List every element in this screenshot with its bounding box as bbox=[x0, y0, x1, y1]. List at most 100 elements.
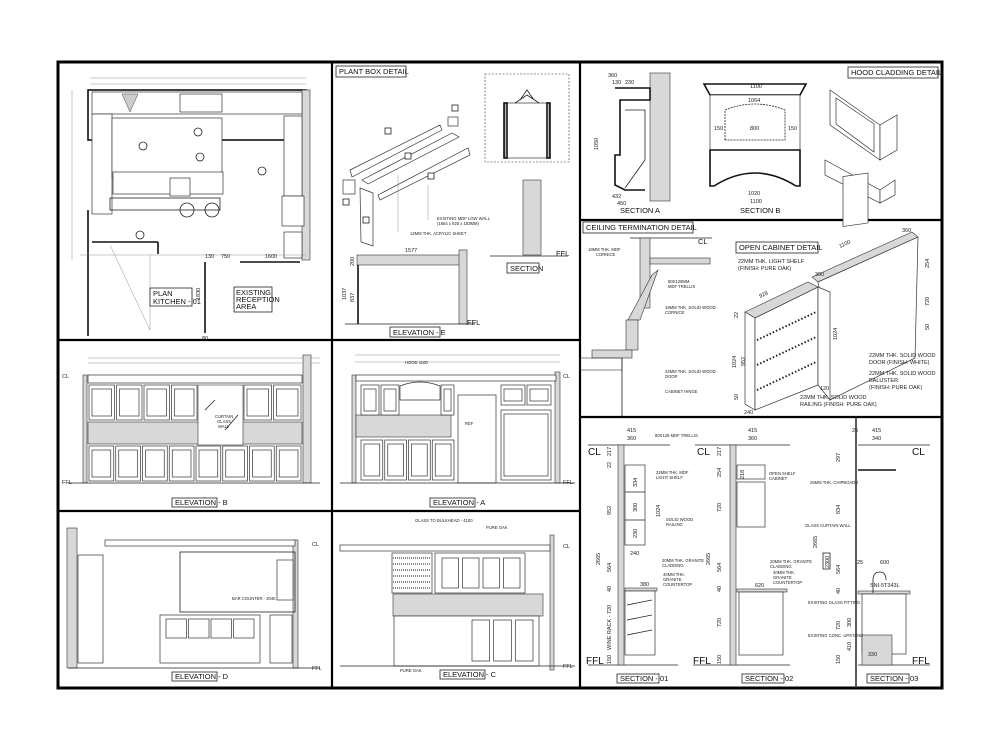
note-text: BALUSTER bbox=[869, 378, 898, 384]
hood-title: HOOD CLADDING DETAIL bbox=[851, 68, 942, 77]
hood-label: HOOD 1100 bbox=[405, 360, 428, 365]
elevation-a: REF HOOD 1100 CL FFL ELEVATION - A bbox=[340, 354, 575, 508]
dim-text: 952 bbox=[741, 357, 747, 366]
ffl-label: FFL bbox=[467, 318, 480, 327]
cabinet-door bbox=[387, 443, 404, 477]
reception-label: AREA bbox=[236, 302, 256, 311]
dim-text: 380 bbox=[640, 582, 649, 588]
dim-text: 200 bbox=[350, 257, 356, 266]
note-text: GRANITE bbox=[773, 575, 792, 580]
plant-box-detail: PLANT BOX DETAIL EXISTING MDF LOW WALL (… bbox=[335, 65, 569, 338]
dim-text: 360 bbox=[902, 228, 911, 234]
dim-text: 564 bbox=[717, 563, 723, 572]
dim-text: 360 bbox=[627, 436, 636, 442]
dim-text: 230 bbox=[625, 80, 634, 86]
note-text: 12MM THK. ACRYLIC SHEET bbox=[410, 231, 467, 236]
dim-text: 150 bbox=[788, 126, 797, 132]
note-text: GLASS TO BULKHEAD - 4100 bbox=[415, 518, 473, 523]
note-text: COUNTERTOP bbox=[663, 582, 692, 587]
dim-text: 1100 bbox=[750, 84, 762, 90]
cl-label: CL bbox=[588, 447, 601, 458]
note-text: MDF TRELLIS bbox=[668, 284, 695, 289]
cabinet-door bbox=[233, 618, 255, 639]
note-text: CABINET bbox=[769, 476, 788, 481]
dim-text: 150 bbox=[836, 655, 842, 664]
wine-railing bbox=[756, 361, 817, 391]
dim-text: 240 bbox=[630, 551, 639, 557]
note-text: COUNTERTOP bbox=[773, 580, 802, 585]
section-01-label: SECTION - 01 bbox=[620, 674, 668, 683]
dim-text: 620 bbox=[755, 583, 764, 589]
dim-text: 1577 bbox=[405, 248, 417, 254]
dim-text: 25 bbox=[852, 428, 858, 434]
note-text: SOLID WOOD bbox=[666, 517, 693, 522]
pure-oak-label: PURE OAK bbox=[400, 668, 422, 673]
note-text: 22MM THK. MDF bbox=[656, 470, 689, 475]
dim-text: 1024 bbox=[656, 505, 662, 517]
cabinet-door bbox=[363, 443, 381, 477]
note-text: CORNICE bbox=[596, 252, 616, 257]
bar-counter-label: BAR COUNTER - 2040 bbox=[232, 596, 276, 601]
plan-title: KITCHEN - 01 bbox=[153, 297, 201, 306]
dim-text: 834 bbox=[836, 505, 842, 514]
cabinet-door bbox=[276, 388, 299, 417]
dim-text: 564 bbox=[607, 563, 613, 572]
dim-text: 720 bbox=[836, 621, 842, 630]
cabinet-door bbox=[252, 449, 272, 478]
note-text: LIGHT SHELF bbox=[656, 475, 683, 480]
ceiling-termination-detail: CEILING TERMINATION DETAIL CL 18MM THK. … bbox=[579, 221, 716, 417]
dim-text: 2300 bbox=[825, 556, 831, 568]
ffl-label: FFL bbox=[586, 656, 604, 667]
plan-kitchen: 130 750 1600 1830 80 PLAN KITCHEN - 01 E… bbox=[71, 77, 311, 342]
dim-text: 254 bbox=[717, 468, 723, 477]
note-text: CORNICE bbox=[665, 310, 685, 315]
ffl-label: FFL bbox=[62, 480, 72, 486]
wine-railing bbox=[756, 336, 817, 366]
ffl-label: FFL bbox=[312, 666, 322, 672]
cabinet-door bbox=[411, 443, 428, 477]
elevation-b-label: ELEVATION - B bbox=[175, 498, 228, 507]
note-text: 22MM THK. SOLID WOOD bbox=[869, 371, 936, 377]
reception-label: EXISTING bbox=[236, 288, 271, 297]
dim-text: 300 bbox=[633, 503, 639, 512]
dim-text: 928 bbox=[758, 291, 769, 300]
section-a-label: SECTION A bbox=[620, 206, 660, 215]
note-text: 18MM THK. SOLID WOOD bbox=[665, 305, 716, 310]
dim-text: 22 bbox=[734, 312, 740, 318]
cabinet-door bbox=[434, 443, 452, 477]
dim-text: 432 bbox=[612, 194, 621, 200]
note-text: RAILING (FINISH: PURE OAK) bbox=[800, 402, 877, 408]
glass-wall-label: WALL bbox=[218, 424, 230, 429]
dim-text: 600 bbox=[880, 560, 889, 566]
dim-text: 25 bbox=[857, 560, 863, 566]
dim-text: 40 bbox=[607, 586, 613, 592]
dim-text: 297 bbox=[836, 453, 842, 462]
dim-text: 1024 bbox=[833, 328, 839, 340]
dim-text: 150 bbox=[607, 655, 613, 664]
dim-text: 150 bbox=[717, 655, 723, 664]
open-cabinet-title: OPEN CABINET DETAIL bbox=[739, 243, 823, 252]
note-text: EXISTING CONC. UPSTAND bbox=[808, 633, 863, 638]
dim-text: 217 bbox=[717, 447, 723, 456]
dim-text: 720 bbox=[717, 503, 723, 512]
dim-text: 300 bbox=[847, 618, 853, 627]
cabinet-door bbox=[198, 449, 219, 478]
dim-text: 1020 bbox=[748, 191, 760, 197]
cabinet-door bbox=[118, 449, 138, 478]
note-text: CABINET HINGE bbox=[665, 389, 698, 394]
cl-label: CL bbox=[563, 544, 570, 550]
cl-label: CL bbox=[62, 374, 69, 380]
glass-wall-label: GLASS bbox=[217, 419, 231, 424]
note-text: GLASS CURTAIN WALL bbox=[805, 523, 851, 528]
note-text: 80X128MM bbox=[668, 279, 690, 284]
cabinet-door bbox=[514, 619, 534, 662]
plant-box-title-box bbox=[335, 65, 407, 78]
dim-text: 40 bbox=[836, 588, 842, 594]
elevation-b: CURTAIN GLASS WALL CL FFL ELEVATION - B bbox=[62, 354, 320, 508]
dim-text: 1100 bbox=[750, 199, 762, 205]
sections: CL FFL 415 360 217 22 952 2665 564 40 WI… bbox=[586, 418, 930, 688]
dim-text: 360 bbox=[748, 436, 757, 442]
open-cabinet-detail: OPEN CABINET DETAIL 22MM THK. LIGHT SHEL… bbox=[732, 172, 936, 416]
sheet-frame bbox=[56, 60, 944, 690]
note-text: DOOR (FINISH: WHITE) bbox=[869, 360, 930, 366]
